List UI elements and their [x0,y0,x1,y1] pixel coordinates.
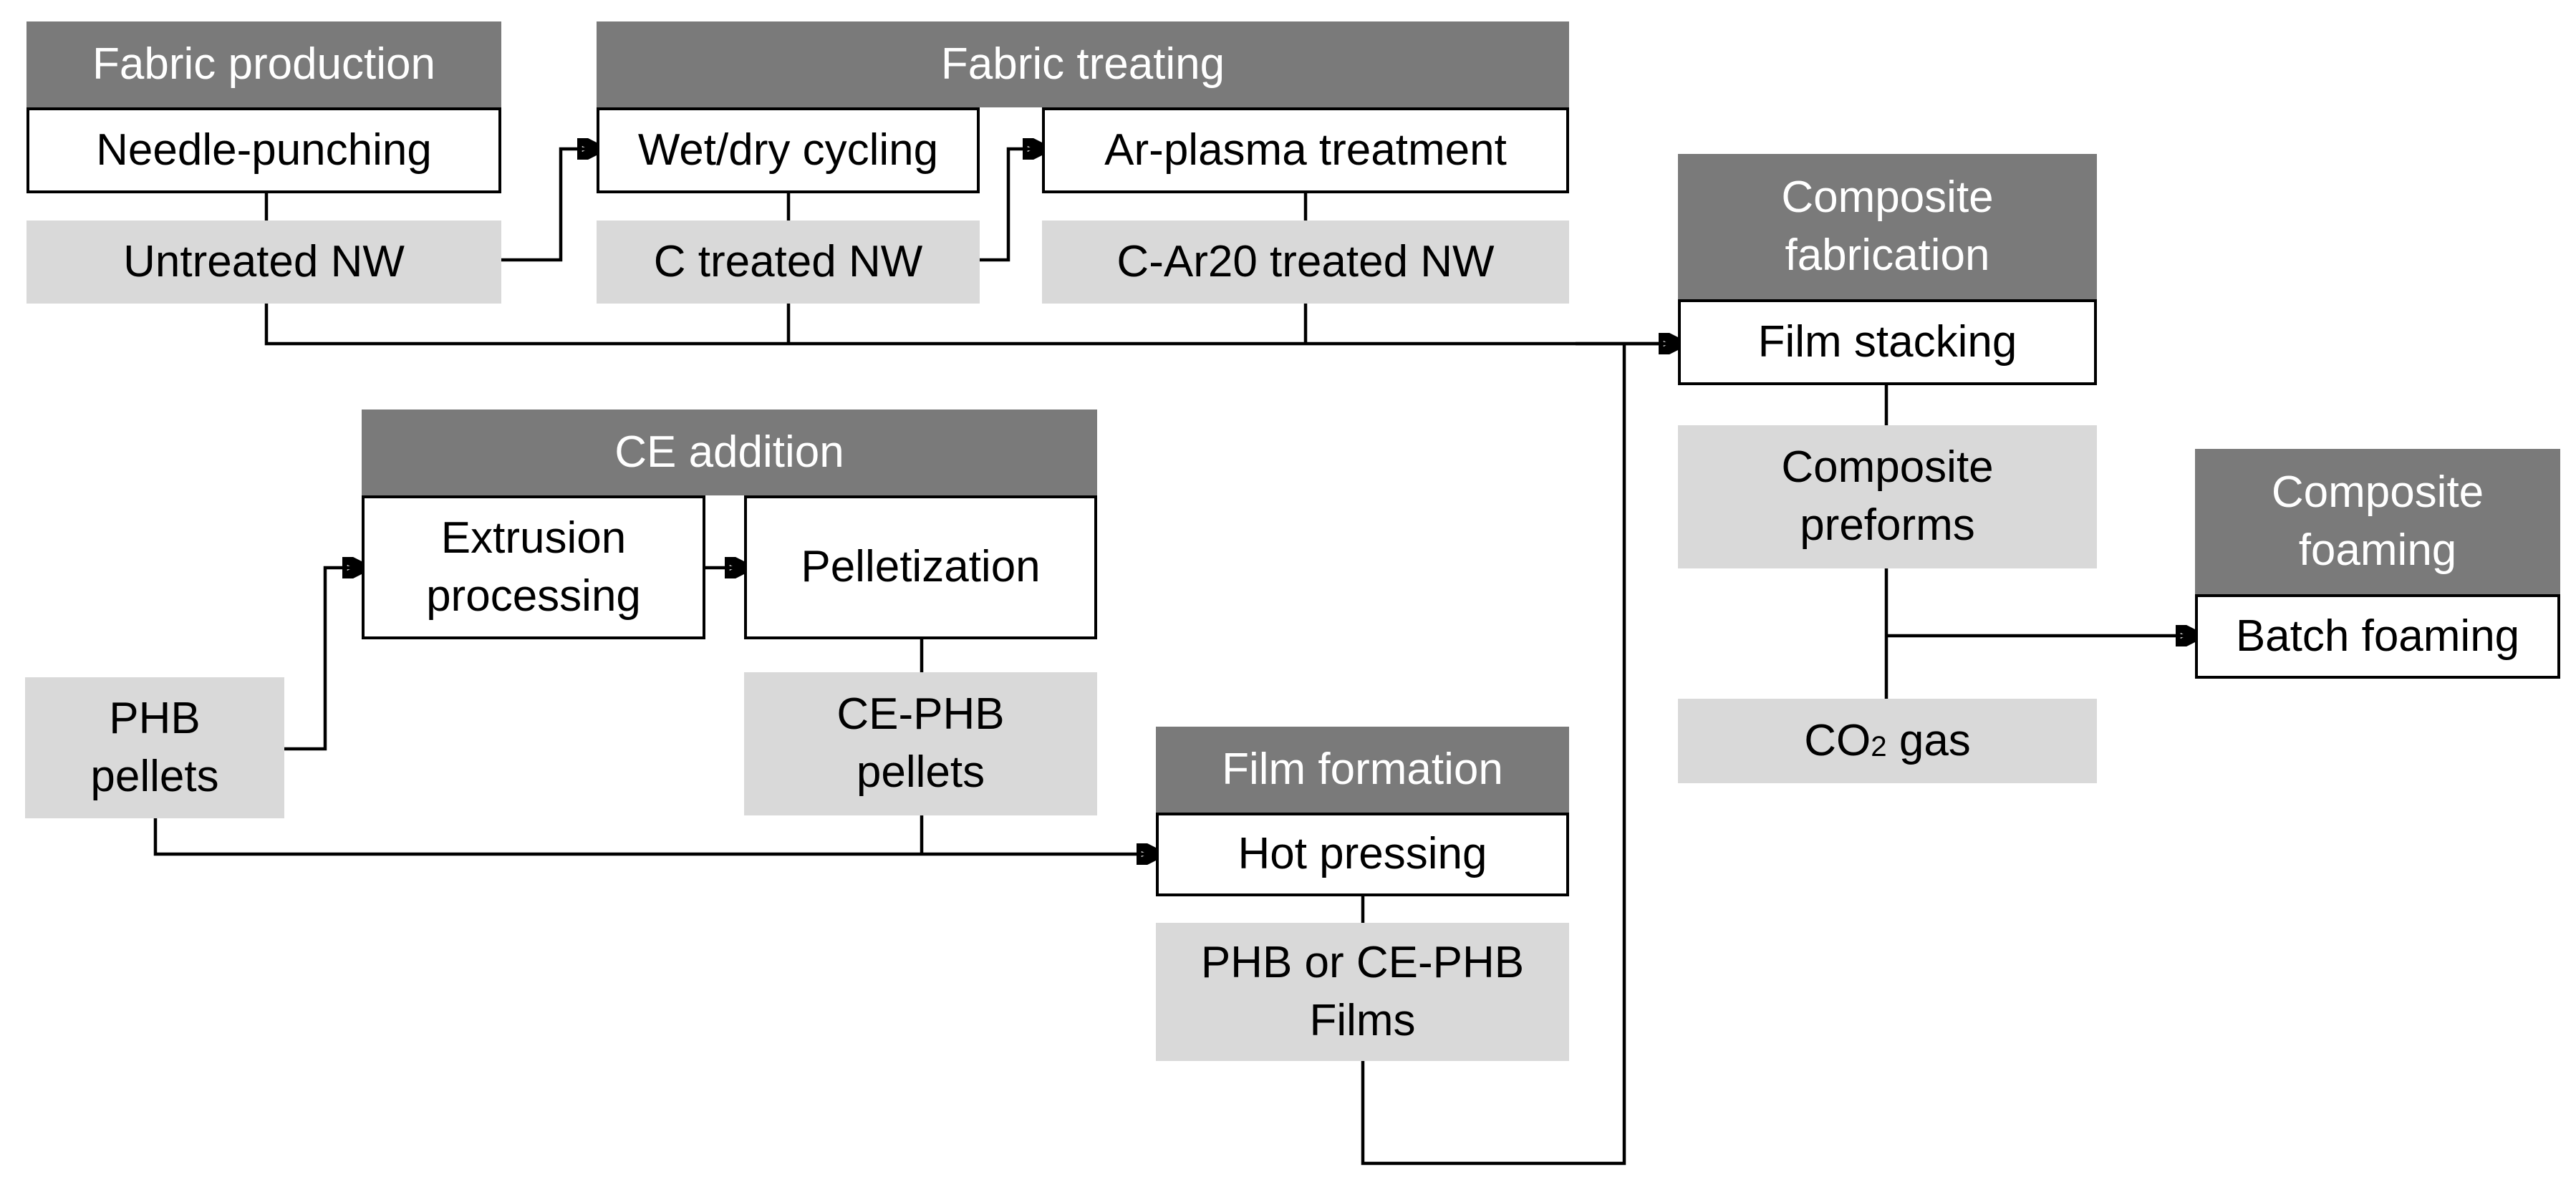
phb-or-ce-phb-films-box: PHB or CE-PHB Films [1156,923,1569,1061]
composite-preforms-box: Composite preforms [1678,425,2097,568]
extrusion-processing-box: Extrusion processing [362,495,705,639]
hot-pressing-box: Hot pressing [1156,813,1569,896]
composite-fabrication-header: Composite fabrication [1678,154,2097,299]
c-treated-nw-box: C treated NW [597,221,980,304]
co2-base: CO [1804,715,1871,765]
co2-suffix: gas [1886,715,1971,765]
ce-phb-pellets-box: CE-PHB pellets [744,672,1097,815]
pelletization-box: Pelletization [744,495,1097,639]
phb-pellets-box: PHB pellets [25,677,284,818]
c-ar20-treated-nw-box: C-Ar20 treated NW [1042,221,1569,304]
fabric-treating-header: Fabric treating [597,21,1569,107]
arrow-ctreated-to-plasma [980,149,1042,262]
arrow-untreated-to-wetdry [501,149,597,262]
arrow-phb-to-extrusion [284,568,362,751]
needle-punching-box: Needle-punching [26,107,501,193]
arrow-pellets-to-hotpressing [153,818,1156,854]
wet-dry-cycling-box: Wet/dry cycling [597,107,980,193]
fabric-production-header: Fabric production [26,21,501,107]
batch-foaming-box: Batch foaming [2195,594,2560,679]
composite-foaming-header: Composite foaming [2195,449,2560,594]
ce-addition-header: CE addition [362,410,1097,495]
untreated-nw-box: Untreated NW [26,221,501,304]
film-stacking-box: Film stacking [1678,299,2097,385]
fabric-bus [264,304,1678,346]
film-formation-header: Film formation [1156,727,1569,813]
ar-plasma-treatment-box: Ar-plasma treatment [1042,107,1569,193]
